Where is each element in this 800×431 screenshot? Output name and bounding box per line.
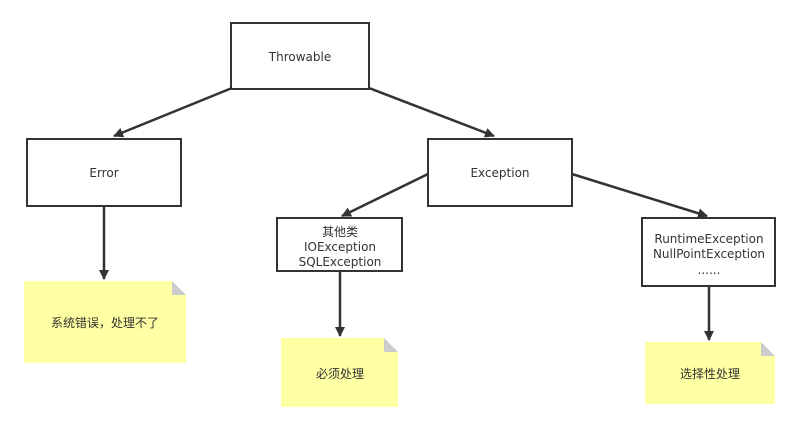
node-throwable[interactable]: Throwable	[230, 22, 370, 90]
node-label: ......	[698, 263, 721, 277]
note-checked[interactable]: 必须处理	[281, 338, 398, 407]
node-unchecked-exceptions[interactable]: RuntimeException NullPointException ....…	[641, 217, 776, 287]
note-text: 必须处理	[316, 367, 364, 381]
node-label: 其他类	[322, 225, 358, 239]
node-label: Throwable	[268, 50, 331, 64]
edge-throwable-exception	[368, 86, 495, 138]
note-text: 选择性处理	[680, 367, 740, 381]
edge-exception-unchecked	[571, 172, 708, 219]
node-label: NullPointException	[653, 247, 765, 261]
note-unchecked[interactable]: 选择性处理	[645, 342, 775, 404]
note-error[interactable]: 系统错误，处理不了	[24, 281, 186, 363]
node-label: RuntimeException	[654, 232, 763, 246]
node-exception[interactable]: Exception	[427, 138, 573, 207]
edge-exception-checked	[341, 172, 429, 218]
node-label: IOException	[304, 240, 376, 254]
edge-throwable-error	[113, 86, 233, 138]
node-checked-exceptions[interactable]: 其他类 IOException SQLException	[276, 217, 403, 272]
node-error[interactable]: Error	[26, 138, 182, 207]
note-text: 系统错误，处理不了	[51, 316, 159, 330]
node-label: SQLException	[299, 255, 382, 269]
node-label: Exception	[470, 166, 529, 180]
node-label: Error	[89, 166, 118, 180]
